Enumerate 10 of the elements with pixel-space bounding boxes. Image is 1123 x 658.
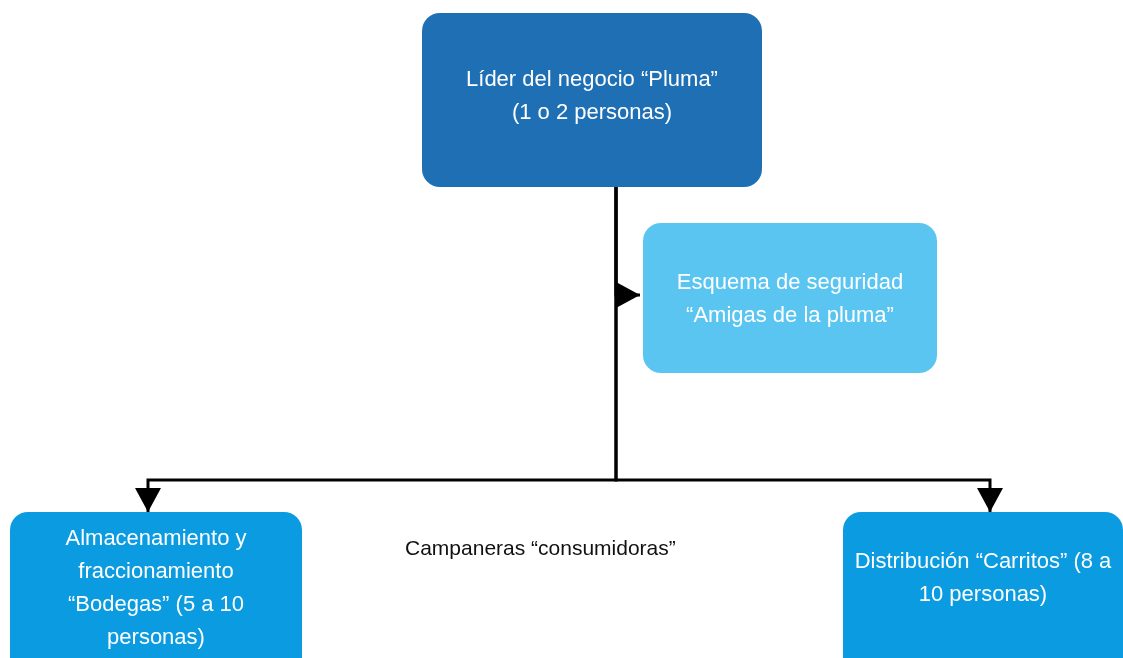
box-text: Almacenamiento y fraccionamiento “Bodegas” (5 a 10 personas) [64, 524, 248, 651]
box-text: Esquema de seguridad “Amigas de la pluma” [675, 268, 905, 329]
unit-box [10, 512, 302, 658]
unit-box [843, 512, 1123, 658]
box-text: Distribución “Carritos” (8 a 10 personas) [853, 547, 1113, 608]
group-label: Campaneras “consumidoras” [405, 536, 676, 560]
security-box [643, 223, 937, 373]
box-text: Líder del negocio “Pluma” (1 o 2 personas) [465, 65, 719, 126]
leader-box [422, 13, 762, 187]
connector-arrow [614, 187, 1003, 512]
